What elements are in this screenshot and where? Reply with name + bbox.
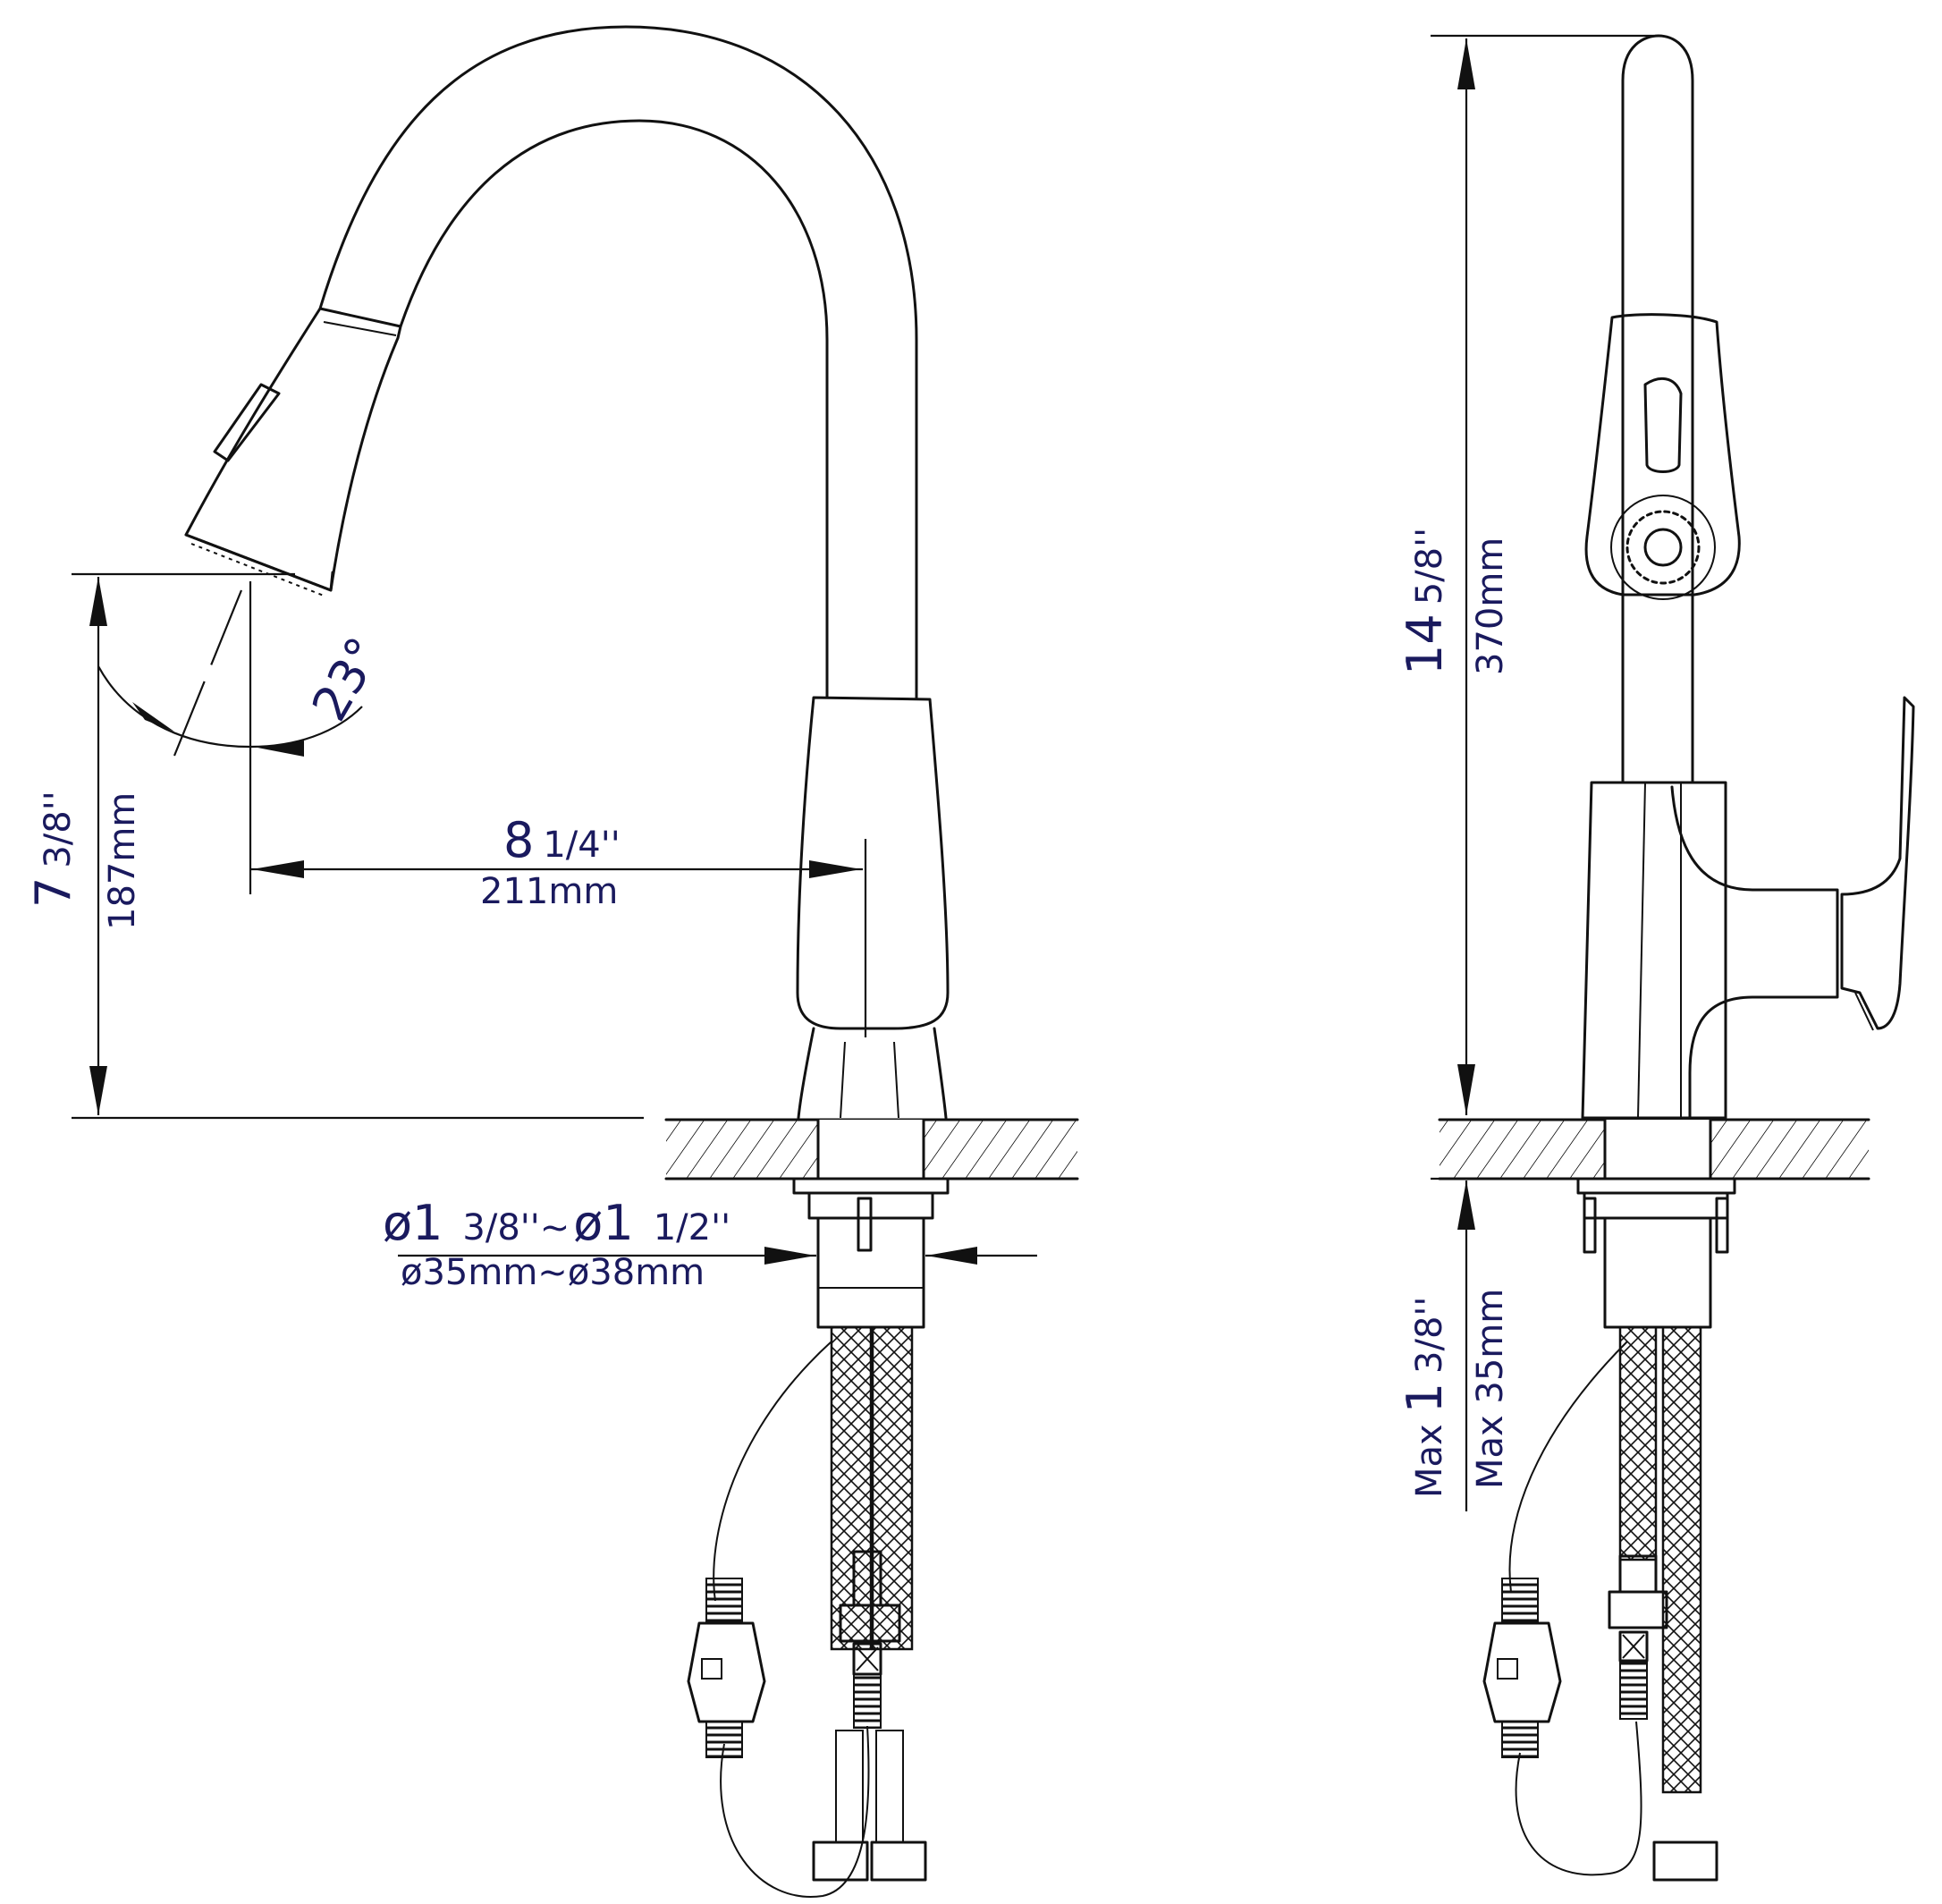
front-view: 145/8'' 370mm Max13/8'' Max 35mm: [1397, 34, 1915, 1882]
deck-thickness-imperial: Max13/8'': [1397, 1297, 1453, 1498]
spray-head-front: [1584, 313, 1741, 597]
hose-weight-front: [1482, 1621, 1562, 1723]
spout-reach-metric: 211mm: [480, 871, 618, 912]
spout-height-imperial: 73/8'': [25, 791, 81, 908]
spray-button-front: [1643, 377, 1683, 473]
hole-diameter-metric: ø35mm~ø38mm: [401, 1252, 705, 1293]
spout-outer-curve: [318, 25, 918, 699]
spout-tube: [1621, 34, 1694, 784]
spout-inner-curve: [399, 119, 829, 699]
overall-height-metric: 370mm: [1470, 537, 1511, 675]
faucet-body: [796, 696, 950, 1030]
deck-thickness-metric: Max 35mm: [1470, 1289, 1511, 1489]
hose-weight: [687, 1621, 766, 1723]
overall-height-imperial: 145/8'': [1397, 528, 1453, 675]
spout-height-metric: 187mm: [102, 792, 143, 930]
lever-handle: [1840, 696, 1915, 1030]
faucet-body-front: [1581, 781, 1727, 1120]
spray-angle-label: 23°: [301, 628, 393, 730]
spray-button: [213, 383, 281, 462]
